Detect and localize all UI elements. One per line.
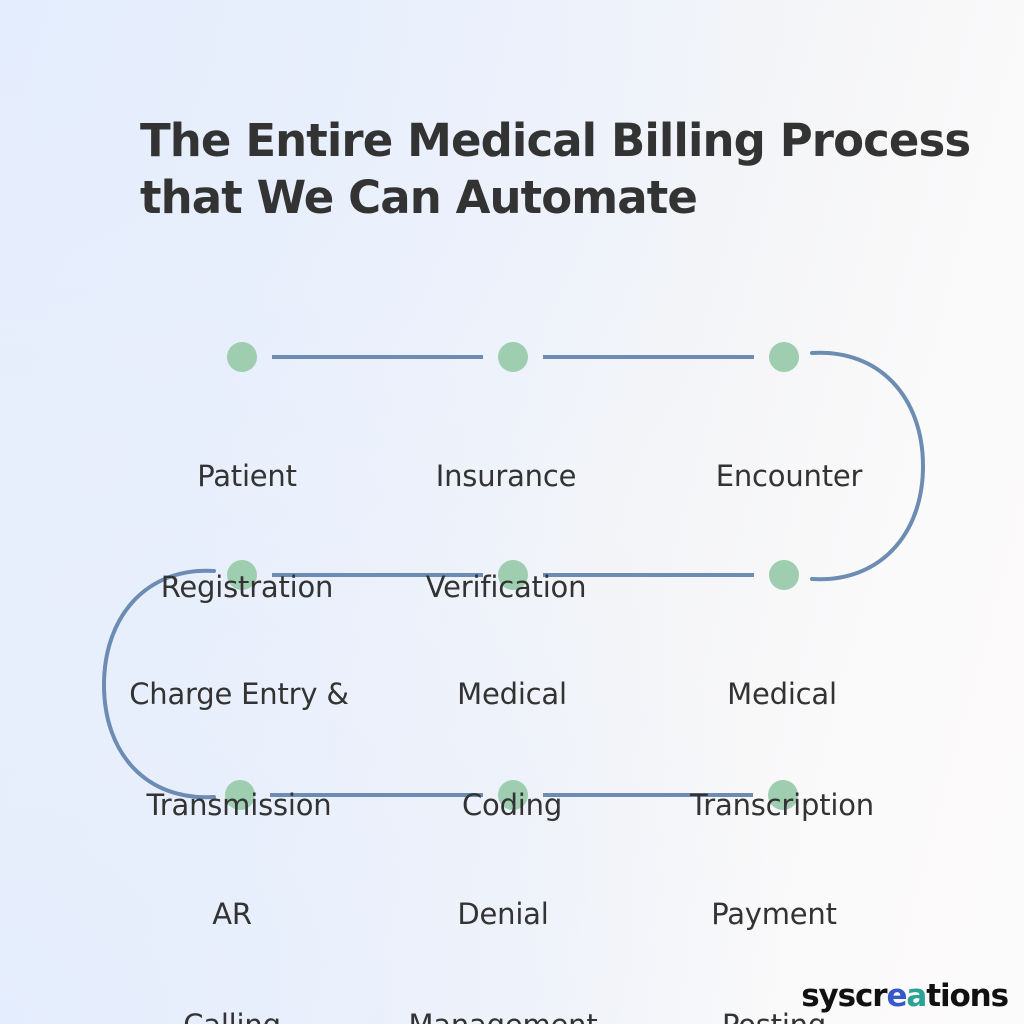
- node-label-line-1: Encounter: [715, 459, 863, 493]
- node-label-line-2: Transmission: [146, 788, 332, 822]
- node-label-line-2: Registration: [160, 570, 334, 604]
- node-label-ar-calling: AR Calling: [183, 822, 281, 1024]
- node-label-patient-registration: Patient Registration: [160, 384, 334, 680]
- node-label-line-2: Management: [408, 1007, 597, 1024]
- node-label-line-1: Medical: [727, 677, 837, 711]
- page-title: The Entire Medical Billing Process that …: [140, 112, 971, 226]
- node-dot-encounter[interactable]: [769, 342, 799, 372]
- node-dot-charge-entry-transmission[interactable]: [227, 560, 257, 590]
- connector-charge-entry-to-ar-calling: [101, 568, 216, 800]
- node-dot-medical-transcription[interactable]: [769, 560, 799, 590]
- node-label-encounter: Encounter: [716, 384, 863, 569]
- title-line-1: The Entire Medical Billing Process: [140, 114, 971, 167]
- node-dot-ar-calling[interactable]: [225, 780, 255, 810]
- node-label-insurance-verification: Insurance Verification: [426, 384, 587, 680]
- node-label-line-2: Calling: [183, 1007, 281, 1024]
- node-label-line-1: Denial: [457, 897, 549, 931]
- syscreations-logo: syscreations: [801, 978, 1009, 1014]
- logo-text-part-1: syscr: [801, 978, 887, 1014]
- node-label-line-1: AR: [212, 897, 252, 931]
- logo-letter-a: a: [906, 978, 927, 1014]
- node-label-line-1: Patient: [197, 459, 297, 493]
- node-label-medical-coding: Medical Coding: [457, 602, 567, 898]
- node-dot-insurance-verification[interactable]: [498, 342, 528, 372]
- node-label-denial-management: Denial Management: [408, 822, 597, 1024]
- node-label-payment-posting: Payment Posting: [711, 822, 837, 1024]
- node-label-line-2: Posting: [711, 1007, 837, 1024]
- node-label-line-1: Insurance: [435, 459, 577, 493]
- node-label-line-2: Verification: [425, 570, 587, 604]
- node-label-charge-entry-transmission: Charge Entry & Transmission: [129, 602, 349, 898]
- node-label-line-2: Coding: [461, 788, 563, 822]
- logo-text-part-2: tions: [926, 978, 1009, 1014]
- node-dot-payment-posting[interactable]: [768, 780, 798, 810]
- title-line-2: that We Can Automate: [140, 171, 698, 224]
- connector-encounter-to-transcription: [810, 350, 926, 582]
- node-label-line-1: Charge Entry &: [129, 677, 349, 711]
- node-dot-denial-management[interactable]: [498, 780, 528, 810]
- node-label-line-1: Payment: [711, 897, 837, 931]
- node-dot-patient-registration[interactable]: [227, 342, 257, 372]
- logo-letter-e: e: [886, 978, 907, 1014]
- node-dot-medical-coding[interactable]: [498, 560, 528, 590]
- node-label-line-1: Medical: [457, 677, 567, 711]
- node-label-line-2: Transcription: [690, 788, 874, 822]
- node-label-medical-transcription: Medical Transcription: [690, 602, 874, 898]
